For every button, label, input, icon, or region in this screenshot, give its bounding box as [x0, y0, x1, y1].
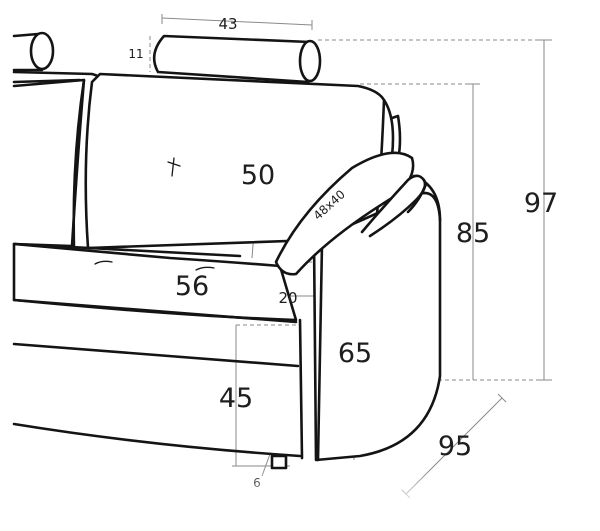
label-roll-height: 11: [128, 47, 143, 61]
label-back-top-height: 85: [456, 218, 490, 249]
label-leg-height: 6: [253, 476, 261, 490]
top-roll-cushion: [152, 34, 317, 84]
label-depth: 95: [438, 431, 472, 462]
label-arm-height: 65: [338, 338, 372, 369]
sofa-body: [12, 31, 442, 470]
side-cushion: [274, 151, 415, 276]
dim-line-roll-width: [161, 17, 313, 26]
label-total-height: 97: [524, 188, 558, 219]
seat-cushion: [12, 242, 298, 322]
label-arm-width: 20: [278, 289, 297, 307]
label-seat-height: 45: [219, 383, 253, 414]
sofa-leg: [270, 454, 288, 470]
label-backrest-height: 50: [241, 160, 275, 191]
label-seat-depth: 56: [175, 271, 209, 302]
back-tuft: [167, 157, 181, 177]
dim-line-leg: [261, 453, 271, 477]
label-roll-width: 43: [218, 15, 237, 33]
